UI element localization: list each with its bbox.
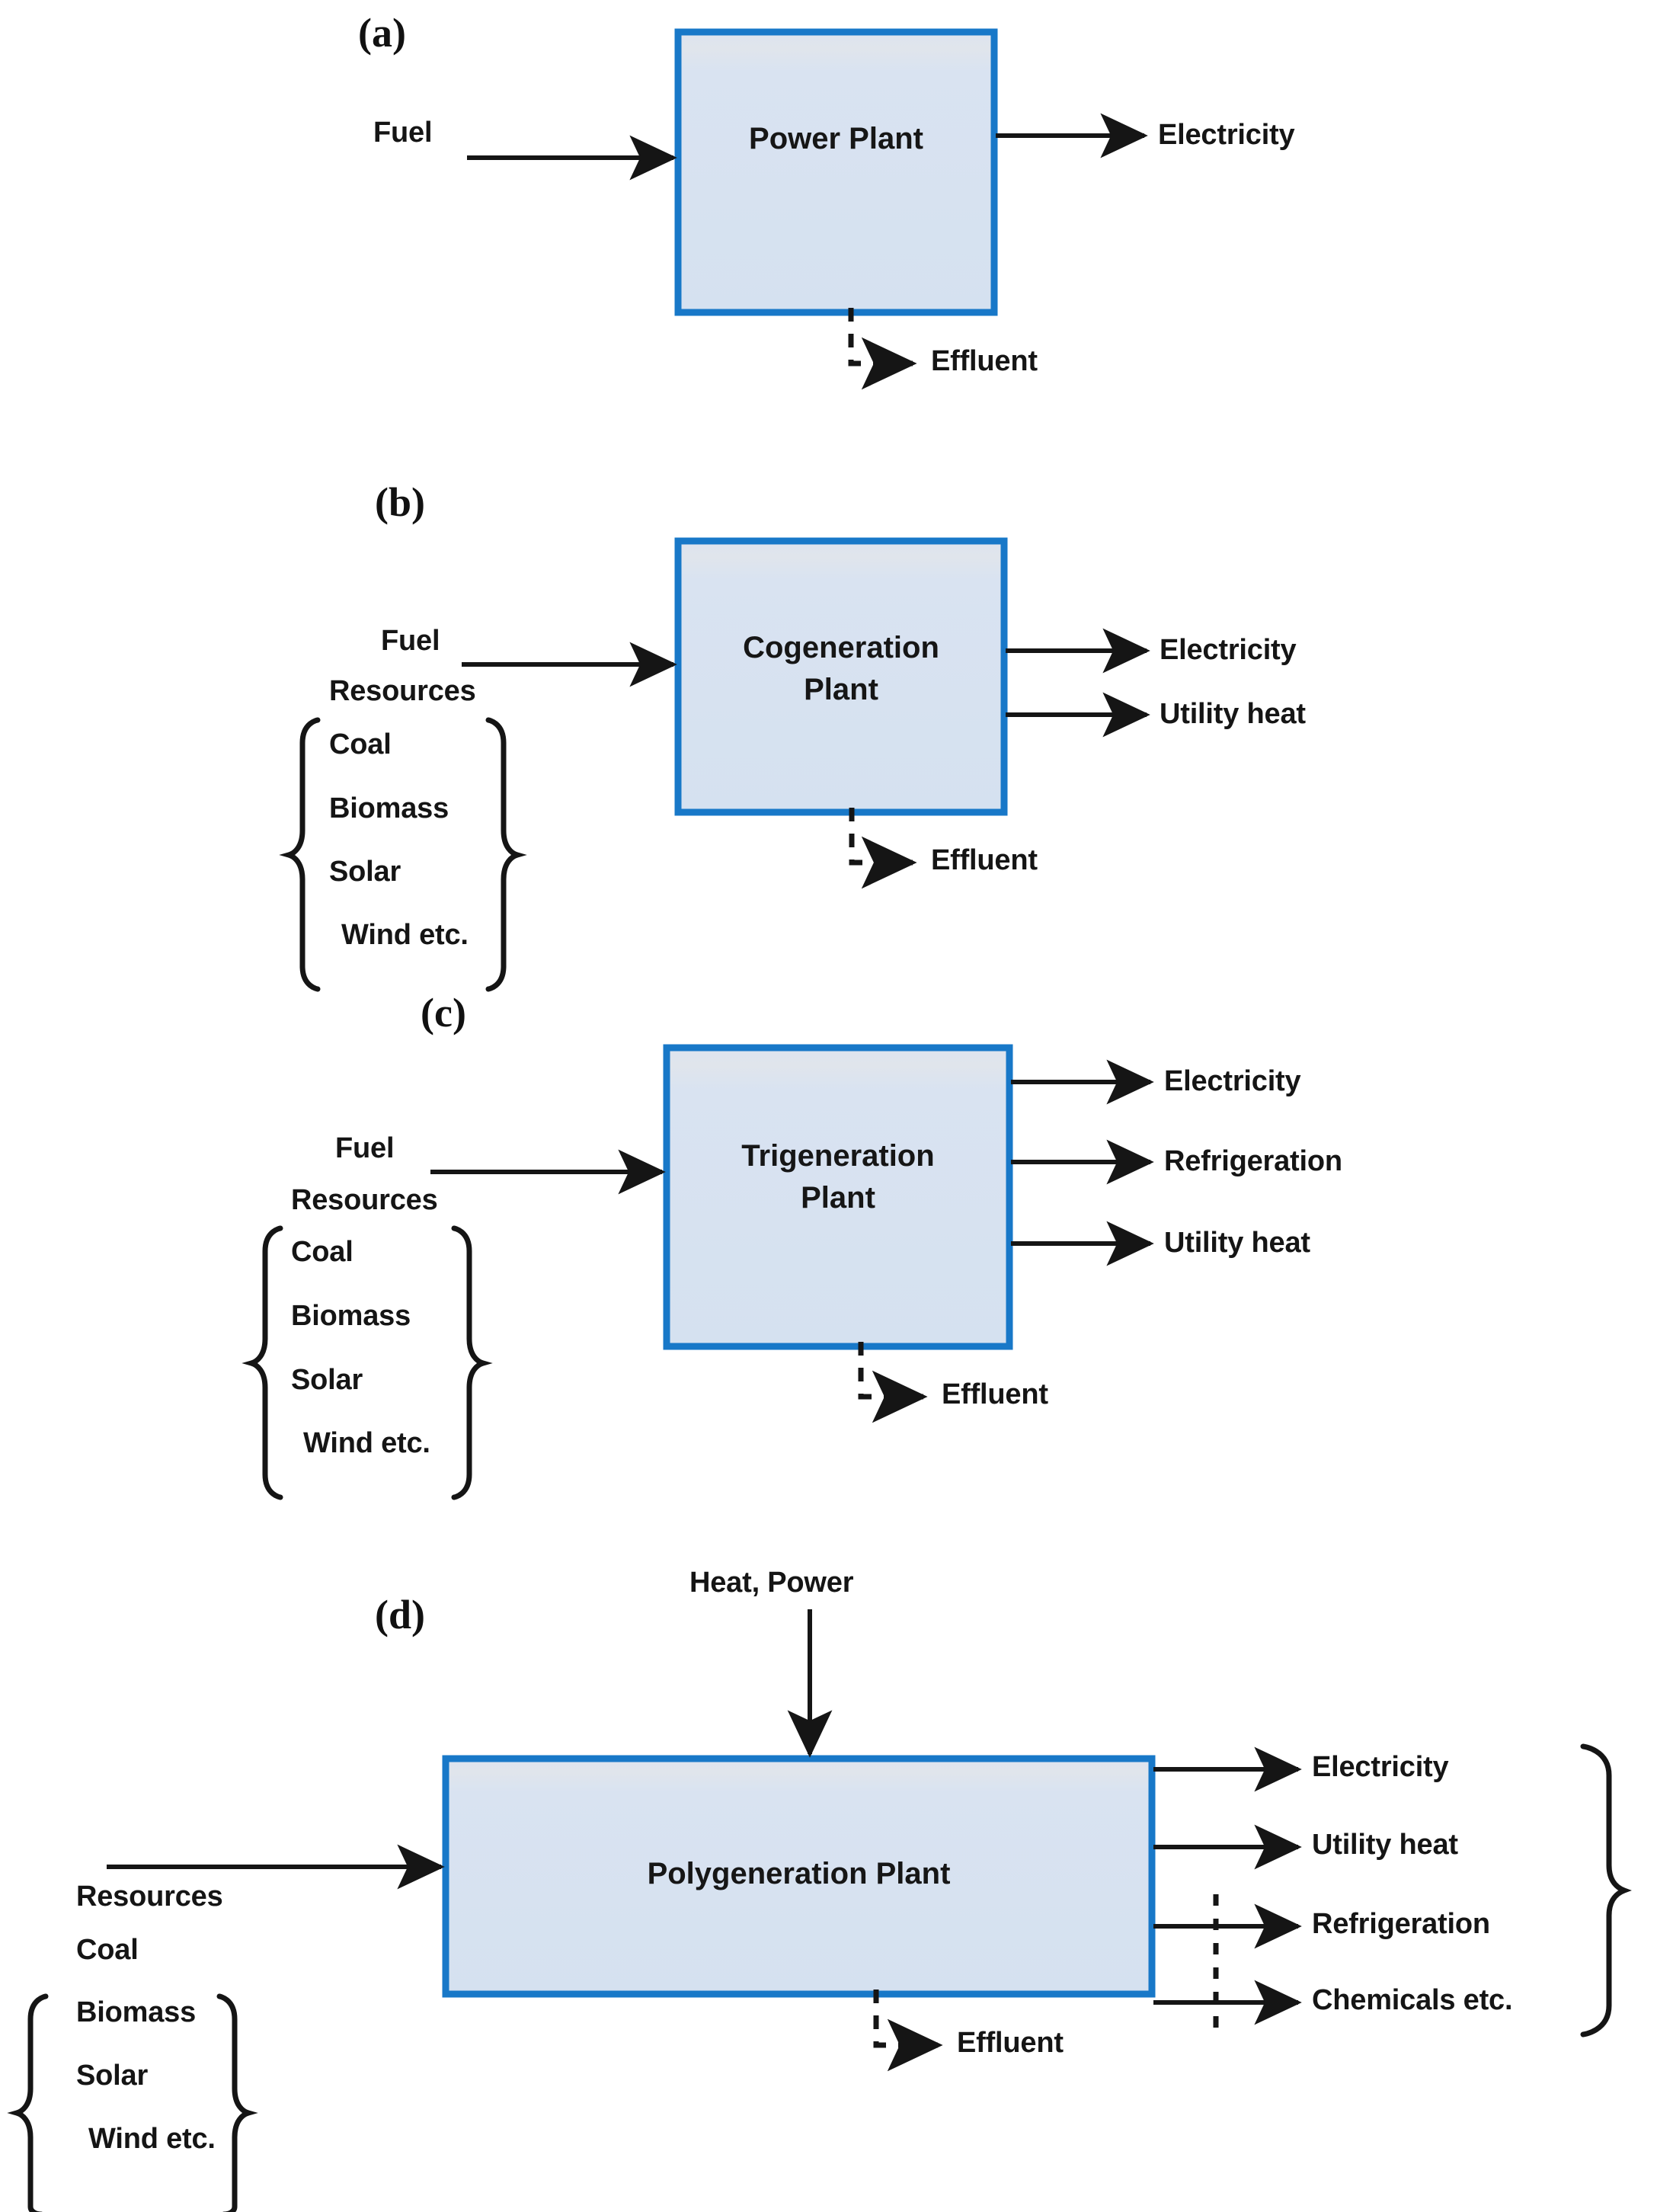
trigeneration-plant-box [663,1044,1013,1350]
fuel-label-c: Fuel [335,1132,395,1164]
utility-heat-label-d: Utility heat [1312,1829,1458,1861]
refrigeration-label-c: Refrigeration [1164,1145,1342,1177]
panel-label-a: (a) [358,10,406,56]
effluent-label-d: Effluent [957,2027,1064,2059]
fuel-label-a: Fuel [373,117,433,149]
brace-group-b [279,717,527,992]
effluent-arrow-d [873,1990,943,2072]
power-plant-title: Power Plant [749,122,923,155]
resources-brace-left-b [279,717,321,992]
resource-item-biomass-b: Biomass [329,792,449,824]
panel-label-c: (c) [421,990,466,1036]
effluent-label-b: Effluent [931,844,1038,876]
effluent-label-a: Effluent [931,345,1038,377]
resource-item-coal-b: Coal [329,728,392,760]
effluent-arrow-b [849,808,917,889]
effluent-arrow-c [858,1342,928,1423]
chemicals-label-d: Chemicals etc. [1312,1984,1513,2016]
resource-item-wind-c: Wind etc. [303,1427,430,1459]
trigeneration-plant-title-line2: Plant [801,1181,875,1215]
panel-b-graphics [462,537,1150,889]
electricity-label-c: Electricity [1164,1065,1301,1097]
resources-label-c: Resources [291,1184,438,1216]
resource-item-biomass-c: Biomass [291,1300,411,1332]
panel-d-graphics [107,1609,1302,2072]
resource-item-coal-d: Coal [76,1934,139,1966]
electricity-label-b: Electricity [1160,634,1297,666]
utility-heat-label-b: Utility heat [1160,698,1306,730]
panel-c-graphics [430,1044,1154,1423]
effluent-label-c: Effluent [942,1378,1048,1410]
resources-brace-right-d [216,1993,258,2212]
polygeneration-plant-title: Polygeneration Plant [647,1857,951,1890]
cogeneration-plant-title-line1: Cogeneration [743,631,939,664]
resource-item-solar-d: Solar [76,2060,149,2092]
resources-label-d: Resources [76,1881,223,1913]
resources-brace-right-c [451,1225,493,1500]
resource-item-biomass-d: Biomass [76,1996,197,2028]
cogeneration-plant-title-line2: Plant [804,673,878,706]
polygeneration-plant-box [442,1755,1156,1998]
resources-brace-left-d [7,1993,49,2212]
resources-label-b: Resources [329,675,476,707]
panel-a-graphics [467,28,1148,390]
outputs-brace-right-d [1580,1743,1632,2038]
power-plant-box [674,28,998,316]
brace-group-c [242,1225,493,1500]
resource-item-wind-b: Wind etc. [341,919,469,951]
brace-group-d [7,1743,1632,2212]
resource-item-coal-c: Coal [291,1236,353,1268]
cogeneration-plant-box [674,537,1008,816]
panel-label-d: (d) [375,1592,425,1637]
panel-label-b: (b) [375,479,425,525]
resources-brace-right-b [485,717,527,992]
resource-item-solar-c: Solar [291,1364,363,1396]
heat-power-label-d: Heat, Power [689,1567,854,1599]
resources-brace-left-c [242,1225,283,1500]
resource-item-wind-d: Wind etc. [88,2123,216,2155]
electricity-label-a: Electricity [1158,119,1295,151]
trigeneration-plant-title-line1: Trigeneration [741,1139,935,1173]
fuel-label-b: Fuel [381,625,440,657]
electricity-label-d: Electricity [1312,1751,1449,1783]
effluent-arrow-a [848,308,917,390]
utility-heat-label-c: Utility heat [1164,1227,1310,1259]
resource-item-solar-b: Solar [329,856,401,888]
refrigeration-label-d: Refrigeration [1312,1908,1490,1940]
